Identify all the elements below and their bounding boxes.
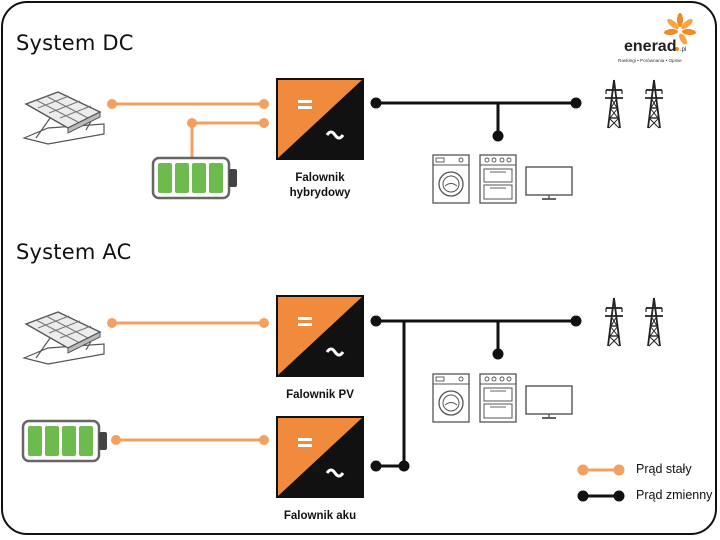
logo-tagline: Rankingi • Porównania • Opinie	[618, 58, 682, 63]
legend-ac-symbol	[577, 490, 625, 502]
stove-icon	[479, 154, 517, 204]
inverter-icon	[275, 77, 365, 161]
ac-wires	[107, 315, 582, 472]
hybrid-inverter-label-line1: Falownik	[295, 172, 345, 184]
hybrid-inverter-label: Falownik hybrydowy	[270, 171, 370, 201]
dc-wires	[107, 97, 582, 160]
power-tower-icon	[604, 79, 624, 129]
logo-brand: enerad	[624, 38, 677, 55]
power-tower-icon	[644, 79, 664, 129]
stove-icon	[479, 373, 517, 423]
battery-icon	[151, 156, 239, 200]
tv-icon	[525, 166, 573, 200]
legend-dc-label: Prąd stały	[636, 462, 692, 476]
battery-inverter-label: Falownik aku	[283, 510, 357, 522]
battery-icon	[21, 419, 109, 463]
inverter-icon	[275, 294, 365, 378]
washing-machine-icon	[432, 373, 470, 423]
power-tower-icon	[604, 297, 624, 347]
washing-machine-icon	[432, 154, 470, 204]
logo-suffix: .pl	[680, 47, 687, 53]
dc-system-title: System DC	[16, 31, 134, 55]
legend-ac-label: Prąd zmienny	[636, 488, 713, 502]
tv-icon	[525, 385, 573, 419]
solar-panel-icon	[23, 311, 105, 365]
ac-system-title: System AC	[16, 240, 132, 264]
solar-panel-icon	[23, 91, 105, 145]
power-tower-icon	[644, 297, 664, 347]
inverter-icon	[275, 415, 365, 499]
hybrid-inverter-label-line2: hybrydowy	[289, 187, 351, 199]
pv-inverter-label: Falownik PV	[286, 389, 354, 401]
legend-dc-symbol	[577, 464, 625, 476]
